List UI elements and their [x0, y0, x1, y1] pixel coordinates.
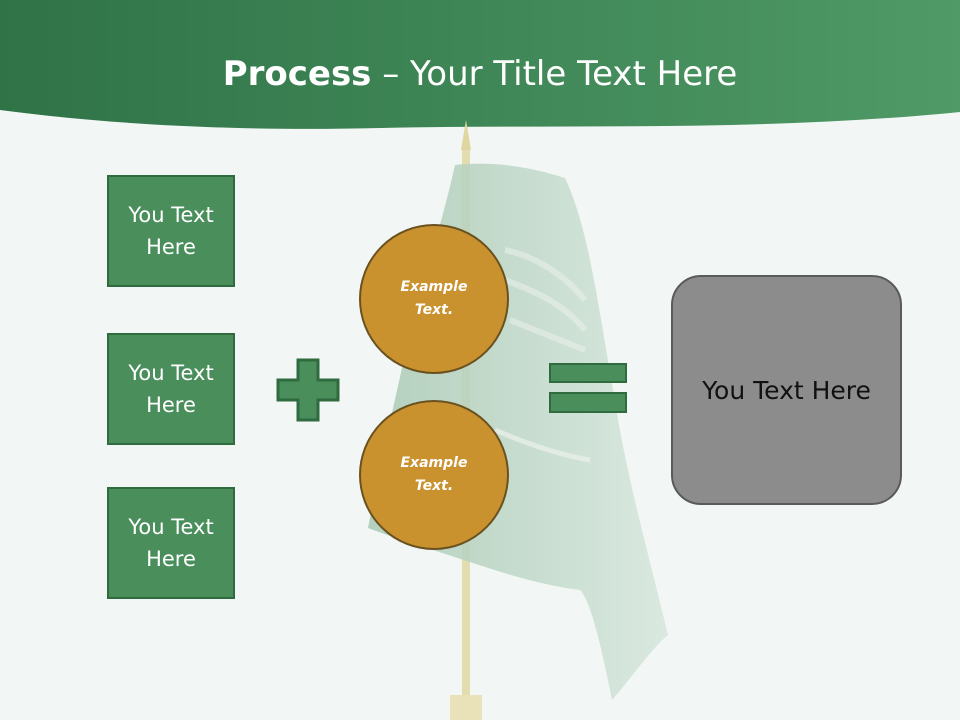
- header-band: [0, 0, 960, 129]
- example-circle-1[interactable]: Example Text.: [359, 224, 509, 374]
- input-box-label: You Text Here: [128, 361, 214, 417]
- plus-icon: [276, 358, 340, 422]
- equals-icon: [549, 363, 627, 413]
- input-box-3[interactable]: You Text Here: [107, 487, 235, 599]
- example-circle-label: Example Text.: [400, 455, 468, 494]
- input-box-label: You Text Here: [128, 203, 214, 259]
- input-box-2[interactable]: You Text Here: [107, 333, 235, 445]
- page-title-bold: Process: [222, 54, 372, 94]
- page-title: Process – Your Title Text Here: [0, 52, 960, 96]
- example-circle-label: Example Text.: [400, 279, 468, 318]
- example-circle-2[interactable]: Example Text.: [359, 400, 509, 550]
- flag-script: [503, 247, 588, 353]
- input-box-label: You Text Here: [128, 515, 214, 571]
- result-box[interactable]: You Text Here: [671, 275, 902, 505]
- flag-sword: [494, 427, 591, 463]
- page-title-rest: – Your Title Text Here: [371, 54, 738, 94]
- flag-base: [450, 695, 482, 720]
- flag-finial: [461, 120, 471, 150]
- input-box-1[interactable]: You Text Here: [107, 175, 235, 287]
- result-box-label: You Text Here: [702, 375, 871, 405]
